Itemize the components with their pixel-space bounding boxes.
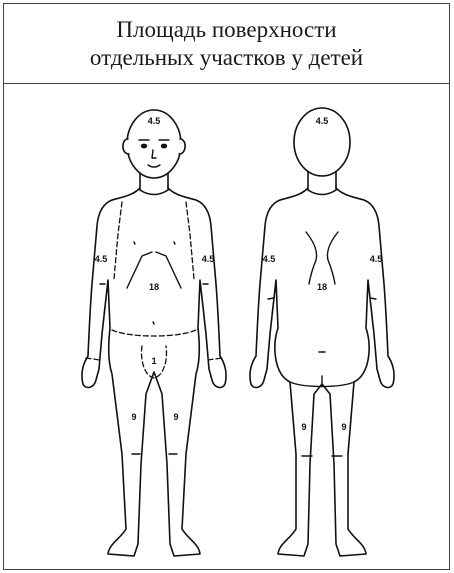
front-ear-left — [123, 139, 129, 154]
back-leg-left-value: 9 — [301, 422, 306, 432]
body-surface-diagram: 4.5 4.5 4.5 18 1 9 9 4.5 4.5 4.5 18 — [4, 84, 448, 569]
back-arm-left-value: 4.5 — [263, 254, 276, 264]
title-line-2: отдельных участков у детей — [90, 44, 363, 72]
figure-frame: Площадь поверхности отдельных участков у… — [3, 3, 450, 570]
front-leg-left-value: 9 — [131, 412, 136, 422]
front-head-value: 4.5 — [148, 116, 161, 126]
front-body-outline — [82, 188, 226, 556]
front-trunk-value: 18 — [149, 282, 159, 292]
front-leg-right-value: 9 — [173, 412, 178, 422]
back-body-outline — [250, 188, 394, 556]
front-genital-value: 1 — [151, 356, 156, 366]
front-ear-right — [179, 139, 185, 154]
back-arm-right-value: 4.5 — [370, 254, 383, 264]
back-figure: 4.5 4.5 4.5 18 9 9 — [250, 108, 394, 556]
title-line-1: Площадь поверхности — [116, 16, 336, 44]
back-leg-right-value: 9 — [341, 422, 346, 432]
front-arm-left-value: 4.5 — [95, 254, 108, 264]
figure-header: Площадь поверхности отдельных участков у… — [4, 4, 449, 84]
back-trunk-value: 18 — [317, 282, 327, 292]
front-arm-right-value: 4.5 — [202, 254, 215, 264]
back-head-value: 4.5 — [316, 116, 329, 126]
front-figure: 4.5 4.5 4.5 18 1 9 9 — [82, 110, 226, 556]
